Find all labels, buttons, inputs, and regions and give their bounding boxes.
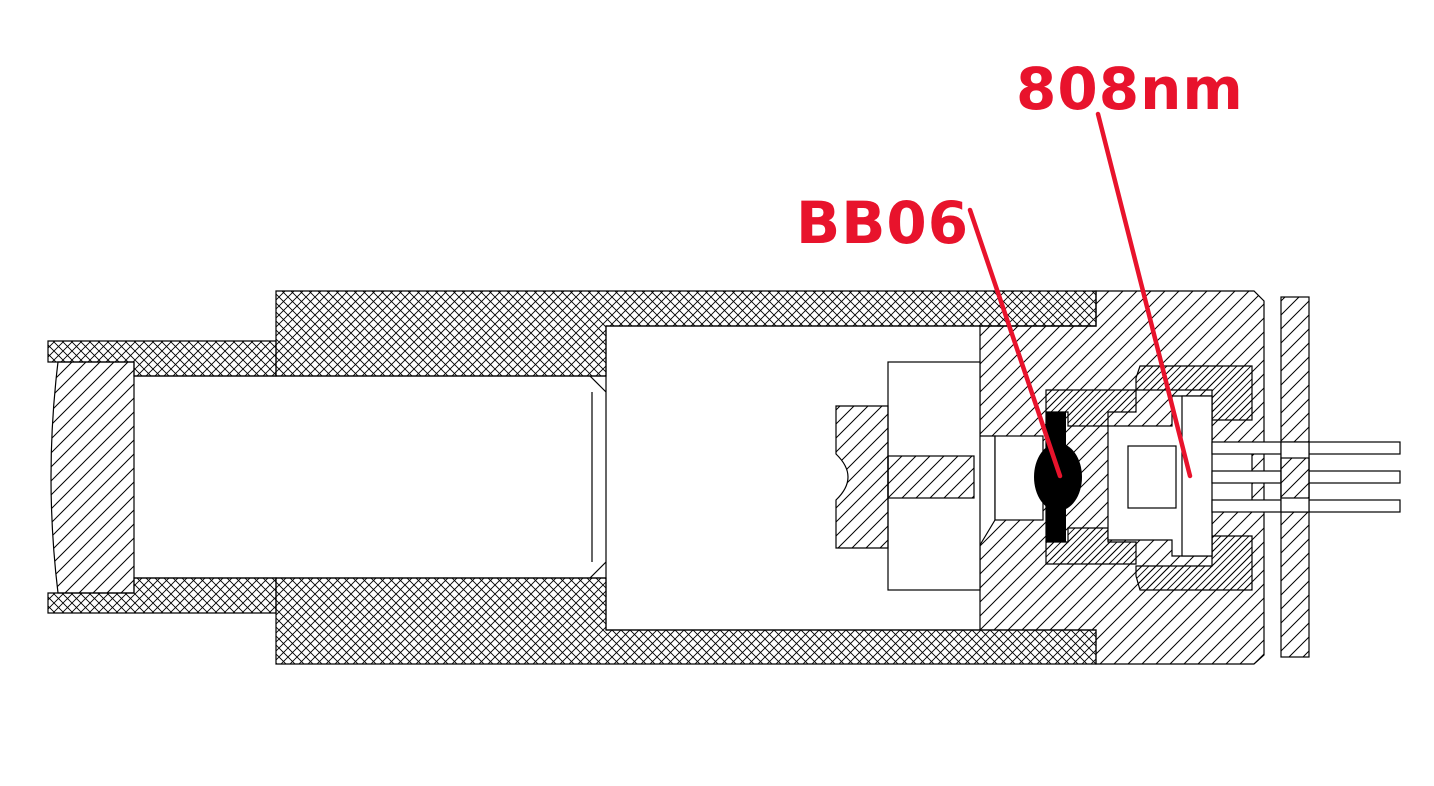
rear-plate (1280, 296, 1310, 658)
leader-bb06 (967, 207, 1063, 479)
leader-808nm (1095, 111, 1193, 479)
front-lens (50, 361, 135, 594)
collimating-lens-group (835, 361, 981, 591)
callout-leaders (967, 111, 1193, 479)
laser-diode-808nm (1107, 395, 1253, 557)
outer-housing (47, 290, 1097, 665)
callout-label-808nm: 808nm (1016, 55, 1244, 123)
callout-label-bb06: BB06 (796, 189, 970, 257)
